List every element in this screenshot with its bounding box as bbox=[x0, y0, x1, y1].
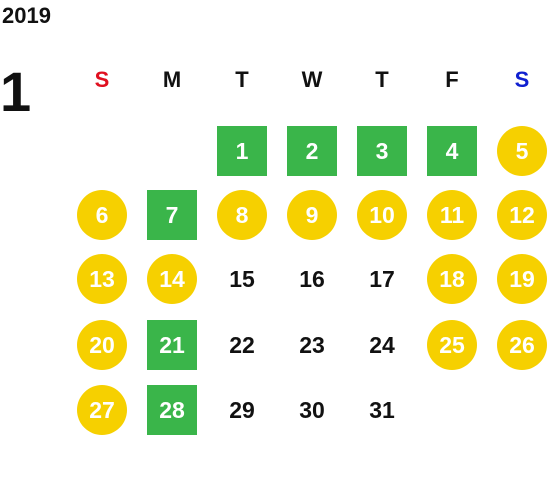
calendar-day: 5 bbox=[497, 126, 547, 176]
weekday-monday: M bbox=[162, 67, 182, 92]
calendar-day: 31 bbox=[369, 396, 395, 423]
calendar-day: 28 bbox=[147, 385, 197, 435]
weekday-friday: F bbox=[445, 67, 459, 92]
weekday-thursday: T bbox=[375, 67, 389, 92]
calendar-day: 12 bbox=[497, 190, 547, 240]
calendar-day: 1 bbox=[217, 126, 267, 176]
calendar-day: 4 bbox=[427, 126, 477, 176]
calendar-day: 3 bbox=[357, 126, 407, 176]
calendar-day: 23 bbox=[299, 331, 325, 358]
calendar-day: 20 bbox=[77, 320, 127, 370]
calendar-day: 18 bbox=[427, 254, 477, 304]
calendar-day: 2 bbox=[287, 126, 337, 176]
weekday-sunday: S bbox=[94, 67, 110, 92]
calendar-day: 9 bbox=[287, 190, 337, 240]
calendar-day: 10 bbox=[357, 190, 407, 240]
calendar-day: 27 bbox=[77, 385, 127, 435]
calendar-day: 22 bbox=[229, 331, 255, 358]
calendar-year: 2019 bbox=[2, 3, 51, 28]
weekday-wednesday: W bbox=[301, 67, 323, 92]
calendar-day: 16 bbox=[299, 265, 325, 292]
calendar-day: 15 bbox=[229, 265, 255, 292]
calendar-day: 19 bbox=[497, 254, 547, 304]
calendar-day: 13 bbox=[77, 254, 127, 304]
calendar-month: 1 bbox=[0, 60, 32, 123]
calendar-day: 14 bbox=[147, 254, 197, 304]
calendar-day: 6 bbox=[77, 190, 127, 240]
calendar-day: 30 bbox=[299, 396, 325, 423]
calendar-day: 8 bbox=[217, 190, 267, 240]
calendar-day: 29 bbox=[229, 396, 255, 423]
weekday-tuesday: T bbox=[235, 67, 249, 92]
calendar-day: 24 bbox=[369, 331, 395, 358]
calendar-day: 26 bbox=[497, 320, 547, 370]
calendar-day: 7 bbox=[147, 190, 197, 240]
calendar-day: 25 bbox=[427, 320, 477, 370]
calendar-day: 11 bbox=[427, 190, 477, 240]
weekday-saturday: S bbox=[514, 67, 530, 92]
calendar-day: 17 bbox=[369, 265, 395, 292]
calendar-day: 21 bbox=[147, 320, 197, 370]
